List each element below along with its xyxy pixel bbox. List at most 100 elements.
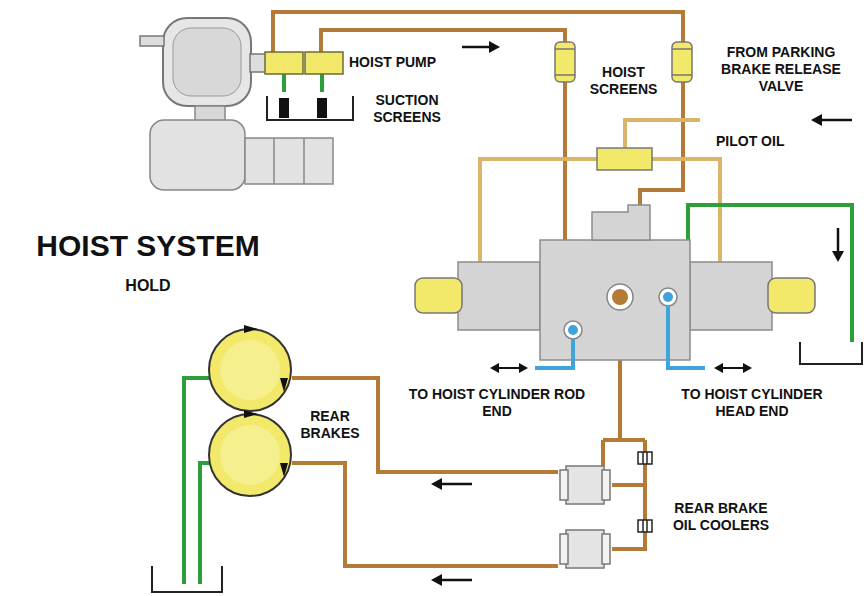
part-symbol <box>244 325 258 333</box>
control-valve <box>659 288 677 306</box>
flow-arrow <box>440 483 472 486</box>
part-symbol <box>280 378 288 392</box>
screen-fitting <box>642 452 644 464</box>
pilot-arrow <box>811 114 822 126</box>
pump-housing <box>140 36 164 46</box>
return-line <box>184 378 210 584</box>
part-node: HOIST SCREENS <box>555 42 692 82</box>
part-node: HOIST PUMP <box>265 52 345 74</box>
control-valve <box>415 278 462 313</box>
screen-fitting <box>646 520 648 532</box>
pump-housing <box>250 54 266 72</box>
part-label: SUCTION SCREENS <box>362 92 452 126</box>
flow-arrow <box>832 251 844 262</box>
part-node: SUCTION SCREENS <box>266 92 354 122</box>
supply-line <box>640 82 683 205</box>
part-symbol <box>266 92 354 122</box>
return-line <box>688 205 852 342</box>
control-valve <box>607 284 633 310</box>
hydraulic-line <box>292 463 558 566</box>
callout-label: HOLD <box>8 276 288 296</box>
callout-label: FROM PARKING BRAKE RELEASE VALVE <box>704 44 858 95</box>
pump-housing <box>163 18 251 106</box>
control-valve <box>612 289 628 305</box>
part-symbol <box>602 470 610 500</box>
part-symbol <box>209 414 291 496</box>
supply-line <box>603 438 645 442</box>
part-symbol <box>560 470 568 500</box>
return-line <box>200 463 211 584</box>
supply-line <box>612 483 645 487</box>
flow-arrow <box>837 228 840 252</box>
callout-label: TO HOIST CYLINDER ROD END <box>408 386 586 420</box>
part-symbol <box>560 534 568 564</box>
diagram-title: HOIST SYSTEM <box>8 228 288 264</box>
pump-housing <box>303 138 305 184</box>
control-valve <box>592 205 650 240</box>
flow-arrow <box>462 41 500 53</box>
part-symbol <box>208 328 292 498</box>
hydraulic-line <box>321 30 565 52</box>
hydraulic-line <box>282 74 286 92</box>
flow-arrow <box>440 579 472 582</box>
flow-arrow <box>431 574 442 586</box>
part-label: HOIST PUMP <box>349 54 436 71</box>
tank-symbol <box>800 342 862 364</box>
pump-housing <box>273 138 275 184</box>
pilot-valve <box>597 148 652 170</box>
pump-housing <box>245 138 333 184</box>
cylinder-line <box>535 306 705 368</box>
part-symbol <box>244 410 258 418</box>
double-arrow <box>714 363 723 373</box>
screen-fitting <box>638 452 652 532</box>
pump-housing <box>140 18 333 190</box>
control-valve <box>415 205 815 360</box>
part-symbol <box>220 425 280 485</box>
part-symbol <box>305 52 343 74</box>
part-label: REAR BRAKE OIL COOLERS <box>665 500 777 534</box>
supply-line <box>601 440 605 466</box>
part-node: REAR BRAKES <box>208 328 292 498</box>
part-symbol <box>265 52 303 74</box>
control-valve <box>690 262 772 330</box>
double-arrow <box>743 363 752 373</box>
cylinder-line <box>668 306 705 368</box>
callout-label: TO HOIST CYLINDER HEAD END <box>663 386 841 420</box>
tank-symbol <box>152 566 222 592</box>
part-symbol <box>558 460 612 572</box>
part-symbol <box>209 329 291 411</box>
pump-housing <box>150 120 245 190</box>
control-valve <box>564 321 582 339</box>
screen-fitting <box>638 520 652 532</box>
control-valve <box>568 325 578 335</box>
part-label: HOIST SCREENS <box>583 64 664 98</box>
part-symbol <box>555 42 575 82</box>
control-valve <box>663 292 673 302</box>
part-symbol <box>672 48 692 50</box>
part-symbol <box>602 534 610 564</box>
pump-housing <box>173 28 241 96</box>
screen-fitting <box>638 452 652 464</box>
flow-arrow <box>489 41 500 53</box>
part-symbol <box>280 463 288 477</box>
part-symbol <box>265 52 345 74</box>
part-symbol <box>279 98 289 118</box>
part-node: REAR BRAKE OIL COOLERS <box>558 460 612 572</box>
part-symbol <box>317 98 327 118</box>
return-line <box>184 205 852 584</box>
double-arrow <box>498 367 520 369</box>
screen-fitting <box>642 520 644 532</box>
flow-arrow <box>462 46 492 49</box>
control-valve <box>458 262 540 330</box>
callout-label: PILOT OIL <box>716 133 784 150</box>
part-symbol <box>555 48 575 50</box>
part-symbol <box>220 340 280 400</box>
control-valve <box>768 278 815 313</box>
hydraulic-line <box>320 74 324 92</box>
double-arrow <box>722 367 744 369</box>
flow-arrow <box>431 478 472 586</box>
part-symbol <box>672 74 692 76</box>
hydraulic-line <box>273 12 683 52</box>
pilot-arrow <box>820 119 852 122</box>
